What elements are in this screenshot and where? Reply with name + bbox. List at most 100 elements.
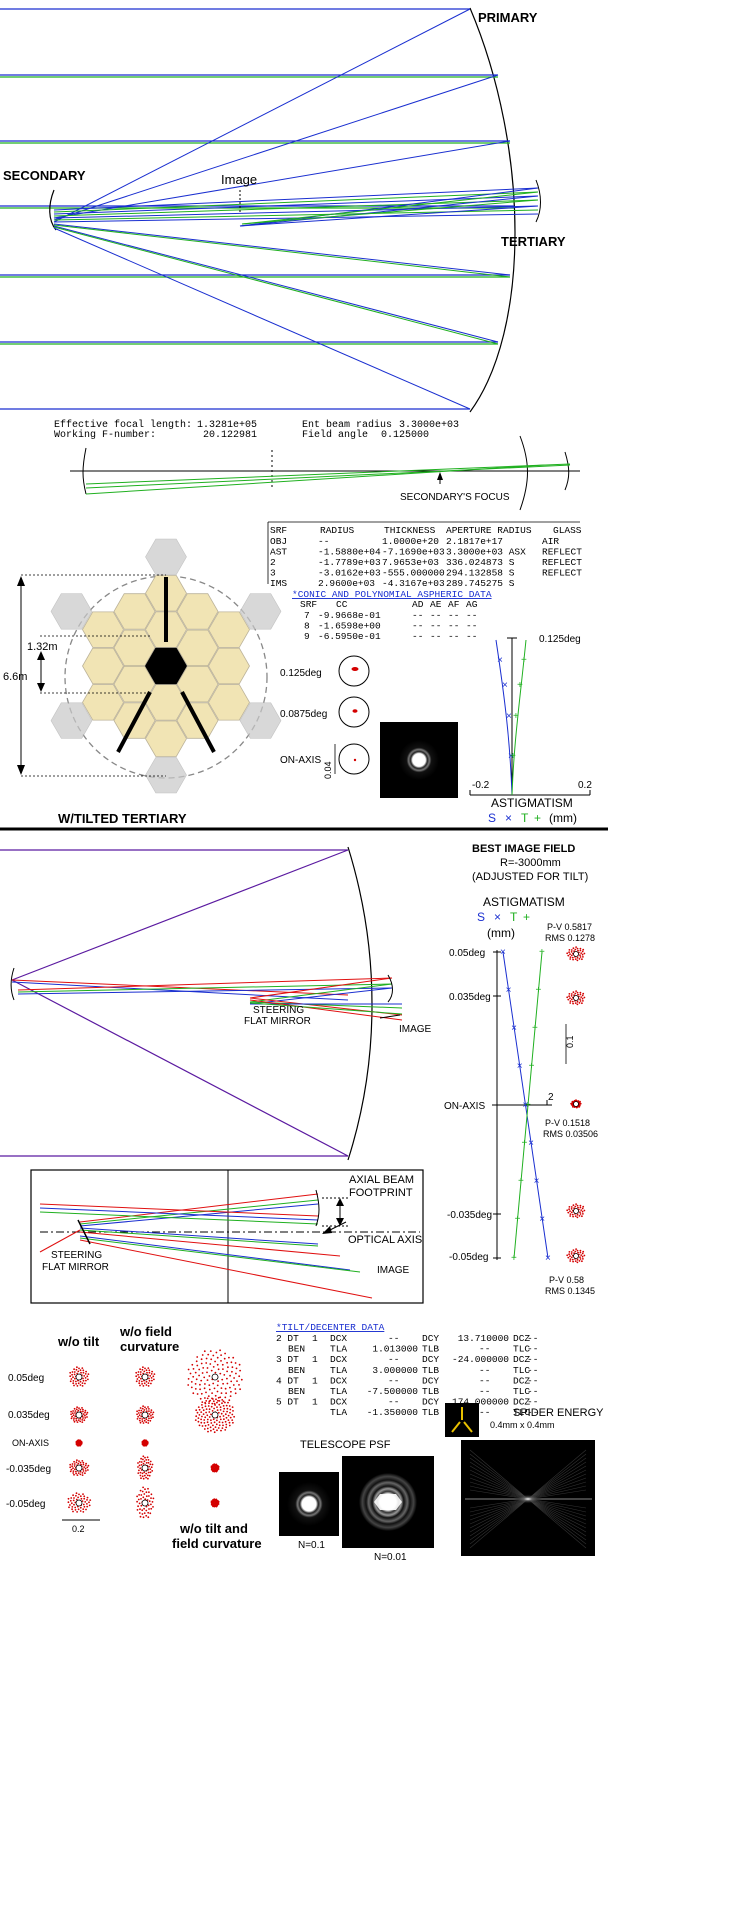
spot-dot xyxy=(567,954,570,957)
spot-dot xyxy=(137,1462,139,1464)
spot-dot xyxy=(579,1213,582,1215)
spot-dot xyxy=(223,1374,226,1376)
spot-dot xyxy=(578,1260,581,1262)
spot-dot xyxy=(222,1410,225,1413)
spot-dot xyxy=(216,1419,218,1422)
spot-dot xyxy=(198,1368,201,1371)
spot-dot xyxy=(228,1399,231,1402)
spot-dot xyxy=(231,1413,234,1416)
spot-dot xyxy=(574,1260,577,1262)
chief-ray xyxy=(573,951,579,957)
table-cell: -- xyxy=(479,1407,490,1418)
spot-dot xyxy=(82,1413,85,1415)
spot-dot xyxy=(83,1375,86,1377)
spot-dot xyxy=(571,1105,574,1108)
spot-dot xyxy=(147,1487,149,1490)
sagittal-marker: × xyxy=(511,1023,517,1034)
steering-mirror-inset: AXIAL BEAM FOOTPRINT OPTICAL AXIS STEERI… xyxy=(30,1169,424,1304)
spot-dot xyxy=(570,949,573,951)
spot-dot xyxy=(222,1415,225,1417)
spot-dot xyxy=(138,1494,141,1496)
spot-dot xyxy=(141,1383,144,1385)
spot-dot xyxy=(146,1456,149,1459)
spot-dot xyxy=(568,1208,570,1211)
table-cell: 3 DT xyxy=(276,1354,299,1365)
table-header-cell: APERTURE RADIUS xyxy=(446,525,532,536)
spot-dot xyxy=(77,1419,80,1421)
spot-dot xyxy=(75,1408,78,1411)
sagittal-curve xyxy=(495,639,513,796)
sagittal-marker: × xyxy=(545,1253,551,1264)
spot-dot xyxy=(143,1409,146,1411)
spot-dot xyxy=(230,1380,233,1383)
spot-dot xyxy=(142,1366,144,1369)
spot-dot xyxy=(145,1421,148,1424)
spot-dot xyxy=(210,1468,213,1471)
spot-dot xyxy=(582,1213,584,1215)
table-cell: TLA xyxy=(330,1344,347,1355)
conic-table-title: *CONIC AND POLYNOMIAL ASPHERIC DATA xyxy=(292,589,492,600)
spot-dot xyxy=(145,1439,147,1442)
spot-dot xyxy=(210,1358,213,1361)
spot-dot xyxy=(139,1373,142,1376)
spot-dot xyxy=(83,1505,86,1508)
spot-dot xyxy=(144,1498,147,1500)
spot-dot xyxy=(208,1384,211,1386)
spot-dot xyxy=(580,1209,583,1211)
table-cell: DCY xyxy=(422,1397,439,1408)
spot-dot xyxy=(150,1497,152,1499)
table-cell: -24.000000 xyxy=(452,1354,509,1365)
rms-label: RMS 0.1278 xyxy=(545,933,595,943)
spot-dot xyxy=(137,1371,140,1373)
spot-dot xyxy=(75,1419,78,1422)
overview-secondary xyxy=(82,447,87,495)
spot-dot xyxy=(232,1356,235,1359)
overview-primary xyxy=(519,435,528,511)
spot-dot xyxy=(221,1378,224,1381)
spot-dot xyxy=(210,1419,212,1422)
spot-dot xyxy=(138,1461,141,1463)
spot-dot xyxy=(187,1378,190,1380)
table-header-cell: GLASS xyxy=(553,525,582,536)
spot-dot xyxy=(79,1461,82,1464)
table-cell: -- xyxy=(527,1375,538,1386)
spot-dot xyxy=(152,1506,154,1508)
spot-dot xyxy=(576,1204,579,1207)
spot-dot xyxy=(143,1507,146,1510)
spot-dot xyxy=(210,1503,213,1506)
spot-dot xyxy=(574,948,577,951)
spot-dot xyxy=(147,1406,149,1408)
astig-units: (mm) xyxy=(487,926,515,940)
tangential-marker: + xyxy=(532,1023,538,1034)
spot-dot xyxy=(577,1251,579,1254)
spot-dot xyxy=(579,947,582,950)
spot-dot xyxy=(218,1421,221,1423)
spot-dot xyxy=(145,1380,148,1383)
spot-dot xyxy=(71,1465,73,1468)
tangential-marker: + xyxy=(511,1253,517,1264)
spot-dot xyxy=(145,1472,148,1475)
spot-dot xyxy=(235,1367,238,1370)
spot-dot xyxy=(148,1413,151,1415)
spider-leg xyxy=(116,691,152,753)
sagittal-marker: × xyxy=(517,1061,523,1072)
spot-dot xyxy=(138,1469,140,1472)
spot-dot xyxy=(147,1471,150,1474)
spot-dot xyxy=(149,1512,152,1515)
table-cell: 294.132858 S xyxy=(446,568,515,579)
wo-tilt-title: w/o tilt xyxy=(57,1334,100,1349)
spot-dot xyxy=(140,1415,143,1418)
spot-dot xyxy=(580,996,583,998)
spot-dot xyxy=(233,1377,236,1379)
spot-dot xyxy=(205,1357,208,1360)
spot-dot xyxy=(149,1463,152,1466)
tangential-marker: + xyxy=(536,985,542,996)
chief-ray xyxy=(75,1464,83,1472)
wo-both-title: w/o tilt and xyxy=(179,1521,248,1536)
spot-dot xyxy=(145,1444,148,1447)
spot-dot xyxy=(210,1422,213,1424)
spot-dot xyxy=(576,956,579,959)
spot-dot xyxy=(207,1430,209,1433)
spot-dot xyxy=(222,1424,224,1427)
